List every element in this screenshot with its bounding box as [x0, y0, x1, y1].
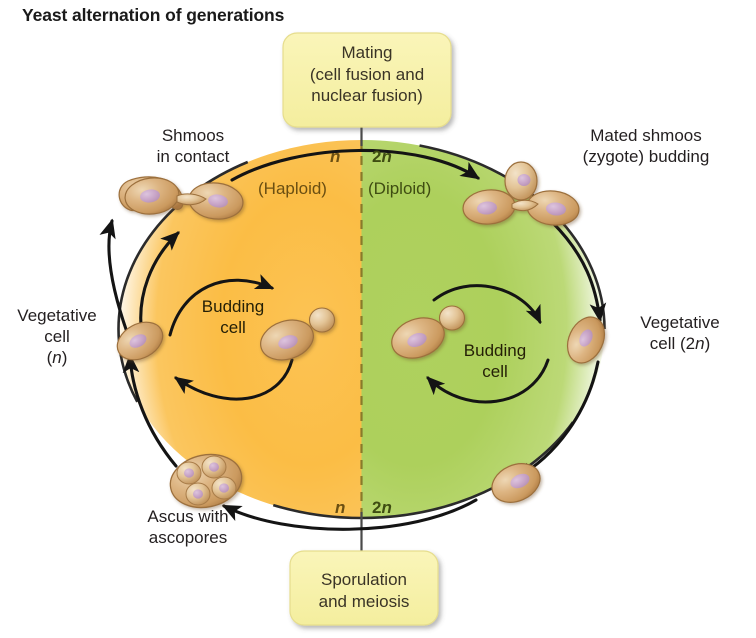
diploid-bud — [438, 305, 466, 331]
bud-hap-line-1: Budding — [201, 297, 265, 316]
label-budding-cell-diploid: Budding cell — [440, 340, 550, 382]
arrow-diploid-bud-bottom — [426, 358, 550, 404]
arrow-diploid-bud-top — [432, 284, 542, 325]
inner-budding-arrows — [168, 274, 550, 404]
veg-n-line-2: cell — [44, 327, 70, 346]
budding-cell-diploid — [391, 305, 466, 359]
mating-line-1: Mating — [341, 43, 393, 62]
mating-callout-box — [282, 32, 452, 128]
arrow-ascus-to-veg — [122, 353, 178, 468]
arrow-meiosis-to-ascus — [221, 498, 478, 531]
mating-line-3: nuclear fusion) — [311, 86, 423, 105]
diploid-half — [361, 140, 605, 518]
bud-dip-line-1: Budding — [463, 341, 527, 360]
arrow-zygote-to-veg2n — [550, 220, 607, 323]
ploidy-top-haploid-word: (Haploid) — [258, 179, 327, 198]
label-budding-cell-haploid: Budding cell — [178, 296, 288, 338]
mated-shmoos-line-2: (zygote) budding — [582, 147, 710, 166]
bud-dip-line-2: cell — [482, 362, 508, 381]
sporulation-callout-text: Sporulation and meiosis — [290, 569, 438, 612]
arrow-haploid-bud-bottom — [174, 358, 294, 401]
veg-n-line-3: (n) — [46, 348, 68, 367]
mated-shmoos-line-1: Mated shmoos — [590, 126, 702, 145]
page-title: Yeast alternation of generations — [22, 5, 285, 25]
mated-shmoos-zygote-cells — [462, 161, 580, 226]
label-shmoos-in-contact: Shmoos in contact — [118, 125, 268, 167]
veg-n-line-1: Vegetative — [17, 306, 97, 325]
shmoos-in-contact-cells — [118, 176, 244, 220]
sporulation-line-2: and meiosis — [318, 591, 410, 611]
ploidy-top-diploid-n: n — [381, 147, 392, 166]
ploidy-top-diploid-word: (Diploid) — [368, 179, 432, 198]
ploidy-bottom-diploid-symbol: 2n — [372, 498, 392, 517]
budding-cell-haploid — [260, 307, 336, 361]
label-vegetative-cell-diploid: Vegetative cell (2n) — [610, 312, 750, 354]
ascus-line-2: ascopores — [148, 528, 228, 547]
vegetative-cell-diploid — [566, 316, 606, 364]
arrow-haploid-bud-top — [168, 274, 275, 337]
label-vegetative-cell-haploid: Vegetative cell (n) — [2, 305, 112, 368]
ascus-with-ascospores — [169, 453, 243, 509]
presporulation-cell — [491, 463, 541, 503]
ascospores — [176, 455, 237, 506]
haploid-bud — [308, 307, 336, 333]
ascus-line-1: Ascus with — [147, 507, 229, 526]
vegetative-cell-haploid — [116, 321, 164, 361]
ploidy-top-haploid-symbol: n — [330, 147, 341, 166]
sporulation-callout-box — [289, 550, 439, 626]
sporulation-line-1: Sporulation — [320, 570, 407, 589]
shmoos-line-1: Shmoos — [161, 126, 225, 145]
arrow-shmoo-to-zygote — [230, 148, 481, 182]
shmoos-line-2: in contact — [156, 147, 230, 166]
mating-callout-text: Mating (cell fusion and nuclear fusion) — [283, 42, 451, 107]
label-mated-shmoos: Mated shmoos (zygote) budding — [548, 125, 744, 167]
ploidy-top-diploid-symbol: 2n — [372, 147, 392, 166]
bud-hap-line-2: cell — [220, 318, 246, 337]
mating-line-2: (cell fusion and — [309, 64, 425, 84]
label-ascus: Ascus with ascopores — [108, 506, 268, 548]
arrow-veg-to-shmoo-a — [99, 218, 130, 337]
veg-2n-line-2: cell (2n) — [649, 334, 711, 353]
veg-2n-line-1: Vegetative — [640, 313, 720, 332]
ploidy-bottom-haploid-symbol: n — [335, 498, 346, 517]
